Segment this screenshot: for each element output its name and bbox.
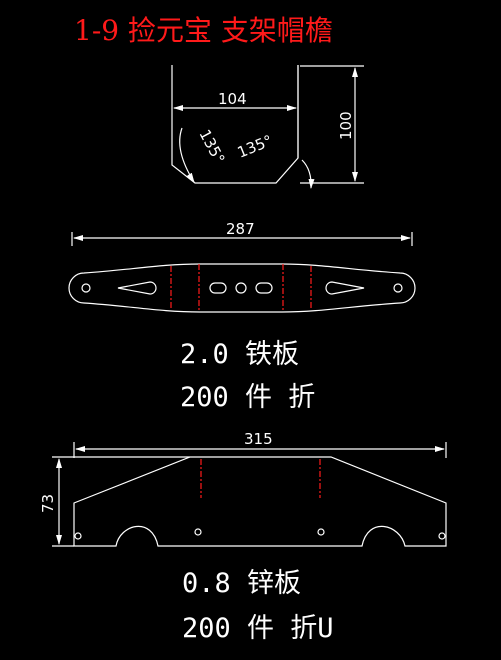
hole <box>438 532 446 540</box>
slot <box>255 282 273 294</box>
flat-outline-2 <box>73 456 447 547</box>
angle-arc-left <box>179 127 195 183</box>
part2-flat: 315 73 <box>39 430 447 547</box>
angle-left-label: 135° <box>195 126 228 166</box>
hole <box>81 283 91 293</box>
part1-quantity: 200 件 折 <box>180 382 315 413</box>
part2-material: 0.8 锌板 <box>182 568 301 599</box>
dim-length-2-label: 315 <box>244 430 273 448</box>
dim-height-label: 100 <box>337 111 355 140</box>
dim-length-1-label: 287 <box>226 220 255 238</box>
angle-right-label: 135° <box>235 131 275 161</box>
part1-profile: 104 100 135° 135° <box>171 65 364 189</box>
slot <box>325 281 365 295</box>
hole <box>317 528 325 536</box>
hole <box>74 532 82 540</box>
drawing-title: 1-9 捡元宝 支架帽檐 <box>74 14 333 47</box>
flat-outline-1 <box>68 263 416 313</box>
part1-material: 2.0 铁板 <box>180 339 299 370</box>
slot <box>117 281 157 295</box>
slot <box>209 282 227 294</box>
dim-height-2-label: 73 <box>39 494 57 513</box>
angle-arc-right <box>301 159 315 189</box>
hole <box>194 528 202 536</box>
dim-top-width-label: 104 <box>218 90 247 108</box>
hole <box>235 282 247 294</box>
part1-flat: 287 <box>68 220 416 313</box>
hole <box>393 283 403 293</box>
part2-quantity: 200 件 折U <box>182 613 334 644</box>
